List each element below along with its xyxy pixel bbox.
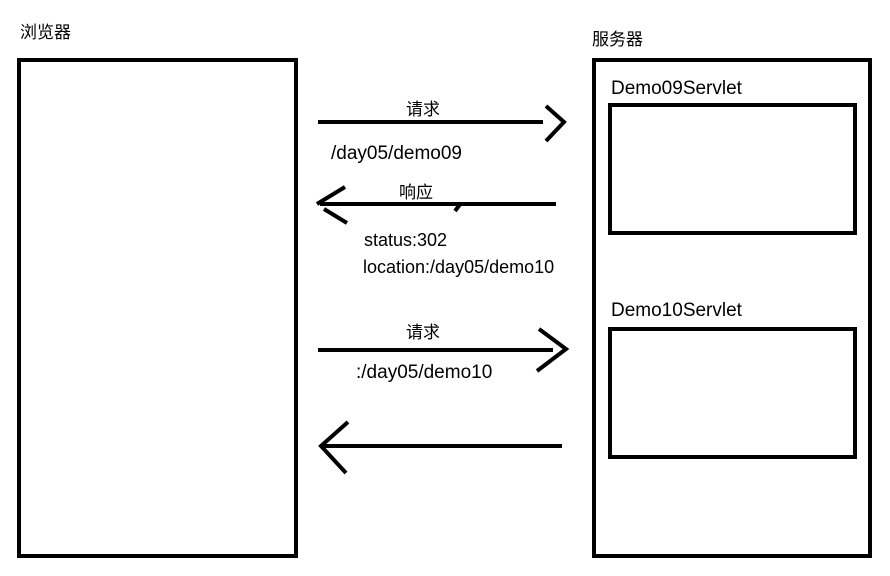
arrowhead-left-icon bbox=[318, 420, 350, 475]
request1-url: /day05/demo09 bbox=[331, 143, 462, 164]
request2-url: :/day05/demo10 bbox=[356, 362, 493, 383]
request2-arrow bbox=[318, 327, 570, 373]
request1-arrow bbox=[318, 104, 567, 143]
demo09-servlet-label: Demo09Servlet bbox=[611, 78, 742, 99]
request1-label: 请求 bbox=[406, 100, 440, 119]
demo10-servlet-box bbox=[608, 327, 857, 459]
browser-box bbox=[17, 58, 298, 558]
arrowhead-right-icon bbox=[535, 327, 570, 373]
arrowhead-left-icon bbox=[315, 185, 347, 206]
response1-location: location:/day05/demo10 bbox=[363, 257, 555, 277]
server-box bbox=[592, 58, 872, 558]
response1-status: status:302 bbox=[364, 230, 448, 250]
arrowhead-left-icon bbox=[322, 207, 349, 225]
stray-tick-mark bbox=[453, 201, 463, 213]
browser-label: 浏览器 bbox=[20, 23, 71, 42]
request2-label: 请求 bbox=[406, 323, 440, 342]
server-label: 服务器 bbox=[592, 30, 643, 49]
response1-arrow bbox=[315, 185, 556, 225]
response2-arrow bbox=[318, 420, 562, 475]
demo10-servlet-label: Demo10Servlet bbox=[611, 300, 742, 321]
demo09-servlet-box bbox=[608, 103, 857, 235]
arrowhead-right-icon bbox=[544, 104, 567, 143]
response1-label: 响应 bbox=[399, 183, 433, 202]
